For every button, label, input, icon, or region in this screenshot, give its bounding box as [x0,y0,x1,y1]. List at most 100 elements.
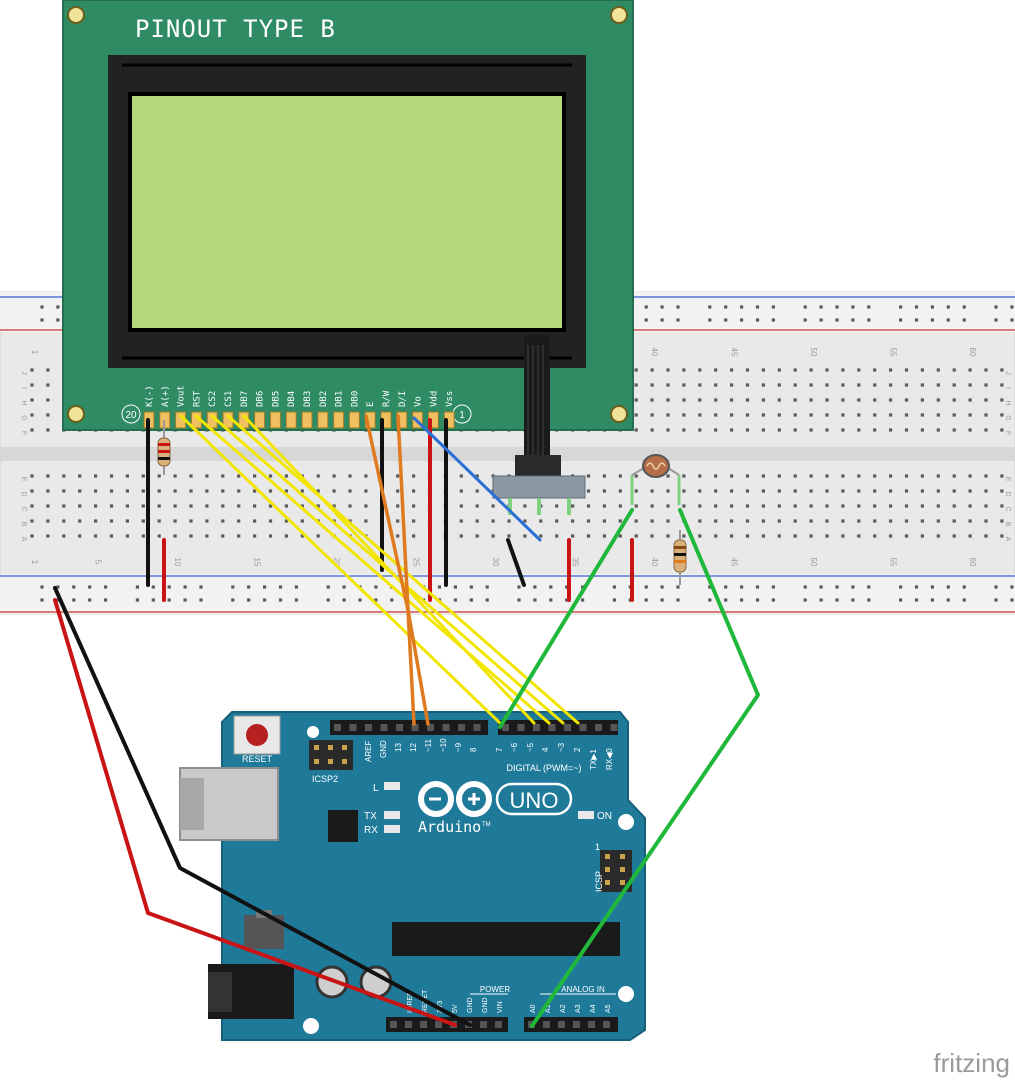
row-letter: G [1004,415,1011,420]
arduino-board [221,711,646,1041]
row-letter: I [20,387,27,389]
power-pin-label: IOREF [407,992,414,1013]
column-number: 60 [968,348,977,357]
row-letter: C [1004,506,1011,511]
lcd-pin-label: R/W [382,390,392,407]
column-number: 20 [332,558,341,567]
row-letter: A [20,537,27,542]
row-letter: E [20,477,27,482]
column-number: 10 [173,558,182,567]
trademark-label: TM [482,822,491,828]
digital-header [330,720,618,735]
row-letter: F [20,431,27,435]
photoresistor [630,454,681,505]
lcd-pin-label: K(-) [145,385,155,407]
icsp2-header [309,740,353,770]
wire-green-ldr-a0 [530,508,760,1028]
icsp2-label: ICSP2 [312,774,338,784]
analog-pin-label: A0 [530,1004,537,1013]
lcd-pin-label: E [366,402,376,407]
analog-pin-label: A3 [575,1004,582,1013]
lcd-pin [333,411,345,429]
icsp-label: ICSP [594,871,604,892]
row-letter: G [20,415,27,420]
column-number: 1 [30,350,39,355]
column-number: 50 [809,558,818,567]
wire-yellow-rst [194,414,551,725]
wires [53,414,760,1028]
column-number: 45 [730,348,739,357]
lcd-pin-label: A(+) [161,385,171,407]
row-letter: H [1004,400,1011,405]
led-tx-label: TX [364,811,377,822]
row-letter: I [1004,387,1011,389]
lcd-pin-label: Vss [445,391,455,407]
analog-pin-label: A5 [605,1004,612,1013]
column-number: 40 [650,348,659,357]
row-letter: H [20,400,27,405]
power-pin-label: GND [482,997,489,1013]
digital-pin-label: ~5 [526,742,535,752]
reset-label: RESET [242,754,273,764]
row-letter: J [20,371,27,375]
pin-number-last: 1 [459,410,465,421]
wire-yellow-vout [179,414,502,725]
column-number: 55 [889,558,898,567]
microcontroller [392,922,620,956]
wire-black-gnd [53,586,472,1027]
analog-pin-label: A1 [545,1004,552,1013]
digital-pin-label: ~10 [439,738,448,752]
row-letter: D [1004,491,1011,496]
lcd-pin-label: Vdd [429,391,439,407]
icsp-pin1-label: 1 [595,842,600,852]
digital-pin-label: 4 [541,747,550,752]
analog-pin-label: A4 [590,1004,597,1013]
lcd-pin [317,411,329,429]
wire-green-ldr-d7 [498,508,634,729]
lcd-pin-label: D/I [398,391,408,407]
digital-pin-label: ~11 [424,738,433,752]
analog-in-label: ANALOG IN [561,985,605,994]
column-number: 45 [730,558,739,567]
wire-red-5v [53,598,457,1027]
analog-header [524,1017,618,1032]
power-pin-label: GND [467,997,474,1013]
column-number: 30 [491,558,500,567]
lcd-pin-label: DB5 [271,391,281,407]
lcd-pin-label: DB3 [303,391,313,407]
row-letter: B [20,522,27,527]
lcd-pin [301,411,313,429]
resistor-ldr [673,530,687,585]
mount-hole [610,6,628,24]
digital-pin-label: 12 [409,743,418,752]
power-pin-label: 3V3 [437,1000,444,1013]
digital-pin-label: 13 [394,743,403,752]
aref-label: AREF [364,741,373,762]
column-number: 55 [889,348,898,357]
wire-yellow-db7 [242,414,536,725]
wire-orange-di [396,414,430,726]
lcd-pin-label: DB0 [350,391,360,407]
column-number: 5 [94,560,103,565]
column-number: 40 [650,558,659,567]
lcd-pin-label: Vo [414,396,424,407]
digital-pin-label: RX◀0 [605,748,614,770]
lcd-pin-label: DB6 [256,391,266,407]
column-number: 25 [412,558,421,567]
resistor-backlight [157,420,171,475]
lcd-pin-label: Vout [177,385,187,407]
digital-label: DIGITAL (PWM=~) [506,763,581,773]
digital-pin-label: TX▶1 [589,749,598,770]
lcd-pin-label: DB1 [335,391,345,407]
column-number: 1 [30,560,39,565]
lcd-pin-label: DB2 [319,391,329,407]
fritzing-watermark: fritzing [933,1048,1010,1078]
wire-yellow-cs1 [226,414,580,725]
lcd-pin [254,411,266,429]
lcd-pin-label: CS1 [224,391,234,407]
